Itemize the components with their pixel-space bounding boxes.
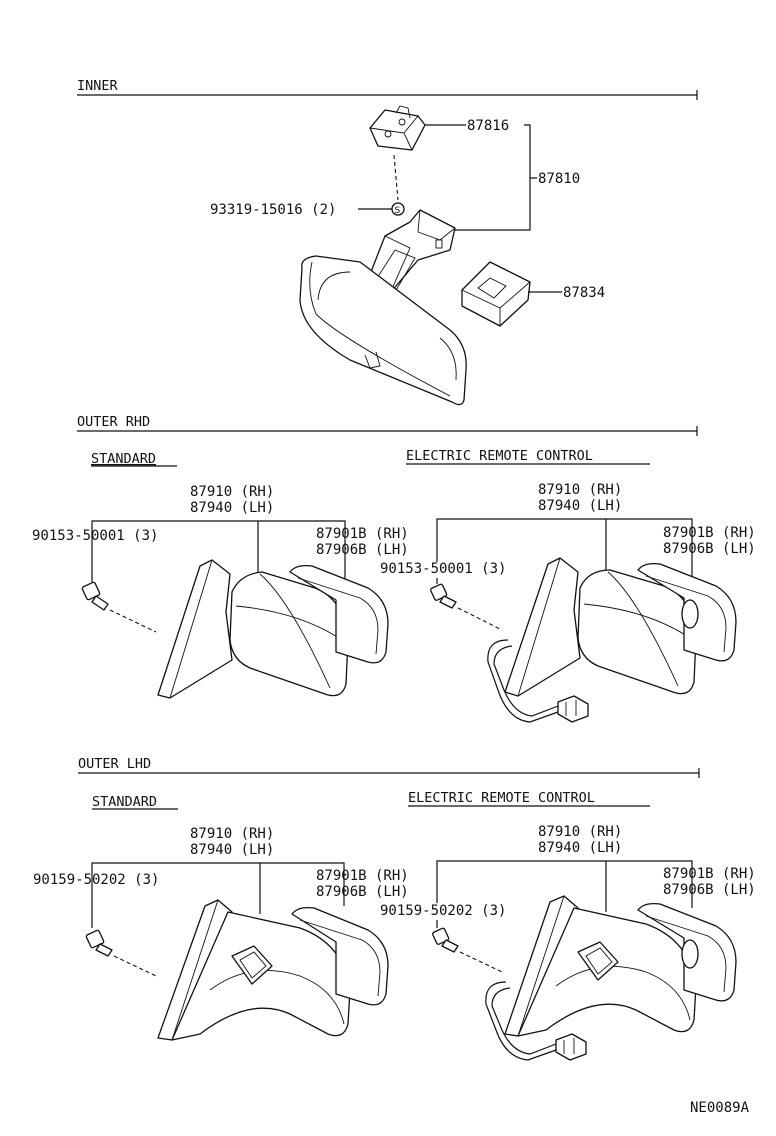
- svg-text:S: S: [395, 206, 401, 216]
- lhd-standard-mirror-lh: 87906B (LH): [316, 884, 409, 900]
- section-outer-rhd-title: OUTER RHD: [77, 414, 150, 430]
- lhd-standard-group: STANDARD 87910 (RH) 87940 (LH) 87901B (R…: [33, 794, 409, 1041]
- rhd-standard-glass-drawing: [289, 564, 389, 664]
- lhd-electric-housing-drawing: [517, 907, 697, 1037]
- lhd-electric-heading: ELECTRIC REMOTE CONTROL: [408, 790, 595, 806]
- part-87834-label: 87834: [563, 285, 605, 301]
- rhd-electric-group: ELECTRIC REMOTE CONTROL 87910 (RH) 87940…: [380, 448, 756, 723]
- rhd-electric-heading: ELECTRIC REMOTE CONTROL: [406, 448, 593, 464]
- rhd-electric-mirror-rh: 87901B (RH): [663, 525, 756, 541]
- rhd-standard-base-drawing: [157, 559, 233, 699]
- rhd-electric-housing-drawing: [577, 569, 697, 695]
- rhd-standard-mirror-lh: 87906B (LH): [316, 542, 409, 558]
- lhd-electric-assy-lh: 87940 (LH): [538, 840, 622, 856]
- section-outer-lhd-title: OUTER LHD: [78, 756, 151, 772]
- rhd-standard-mirror-rh: 87901B (RH): [316, 526, 409, 542]
- lhd-standard-housing-drawing: [171, 911, 351, 1041]
- lhd-electric-assy-rh: 87910 (RH): [538, 824, 622, 840]
- rhd-electric-assy-lh: 87940 (LH): [538, 498, 622, 514]
- rhd-electric-harness-drawing: [487, 639, 589, 723]
- cover-87834-drawing: [461, 261, 531, 327]
- drawing-code: NE0089A: [690, 1100, 750, 1116]
- inner-mirror-body-drawing: [299, 255, 467, 406]
- screw-93319-drawing: S: [391, 202, 405, 216]
- rhd-standard-housing-drawing: [229, 571, 349, 697]
- rhd-electric-base-drawing: [504, 557, 581, 697]
- rhd-electric-glass-drawing: [637, 562, 737, 662]
- part-87816-label: 87816: [467, 118, 509, 134]
- rhd-electric-assy-rh: 87910 (RH): [538, 482, 622, 498]
- rhd-standard-heading: STANDARD: [91, 451, 156, 467]
- lhd-electric-harness-drawing: [485, 981, 587, 1061]
- lhd-standard-mirror-rh: 87901B (RH): [316, 868, 409, 884]
- rhd-standard-screw: 90153-50001 (3): [32, 528, 158, 544]
- part-93319-label: 93319-15016 (2): [210, 202, 336, 218]
- section-outer-rhd-header: OUTER RHD: [77, 414, 698, 436]
- section-inner-title: INNER: [77, 78, 119, 94]
- part-87810-label: 87810: [538, 171, 580, 187]
- lhd-electric-mirror-rh: 87901B (RH): [663, 866, 756, 882]
- rhd-electric-mirror-lh: 87906B (LH): [663, 541, 756, 557]
- lhd-standard-screw: 90159-50202 (3): [33, 872, 159, 888]
- rhd-standard-screw-drawing: [81, 581, 157, 633]
- section-inner-header: INNER: [77, 78, 698, 100]
- lhd-standard-assy-rh: 87910 (RH): [190, 826, 274, 842]
- rhd-standard-group: STANDARD 87910 (RH) 87940 (LH) 87901B (R…: [32, 451, 409, 699]
- section-outer-lhd-header: OUTER LHD: [78, 756, 700, 778]
- rhd-electric-screw-drawing: [430, 583, 503, 631]
- lhd-electric-screw-drawing: [432, 927, 503, 973]
- rhd-electric-screw: 90153-50001 (3): [380, 561, 506, 577]
- bracket-87816-drawing: [369, 105, 426, 151]
- lhd-standard-glass-drawing: [291, 906, 389, 1006]
- lhd-electric-mirror-lh: 87906B (LH): [663, 882, 756, 898]
- lhd-standard-assy-lh: 87940 (LH): [190, 842, 274, 858]
- lhd-standard-heading: STANDARD: [92, 794, 157, 810]
- lhd-electric-group: ELECTRIC REMOTE CONTROL 87910 (RH) 87940…: [380, 790, 756, 1061]
- lhd-electric-glass-drawing: [637, 902, 737, 1002]
- lhd-electric-screw: 90159-50202 (3): [380, 903, 506, 919]
- lhd-standard-screw-drawing: [85, 929, 157, 977]
- rhd-standard-assy-rh: 87910 (RH): [190, 484, 274, 500]
- inner-mirror-group: S 87816 8: [210, 105, 605, 406]
- rhd-standard-assy-lh: 87940 (LH): [190, 500, 274, 516]
